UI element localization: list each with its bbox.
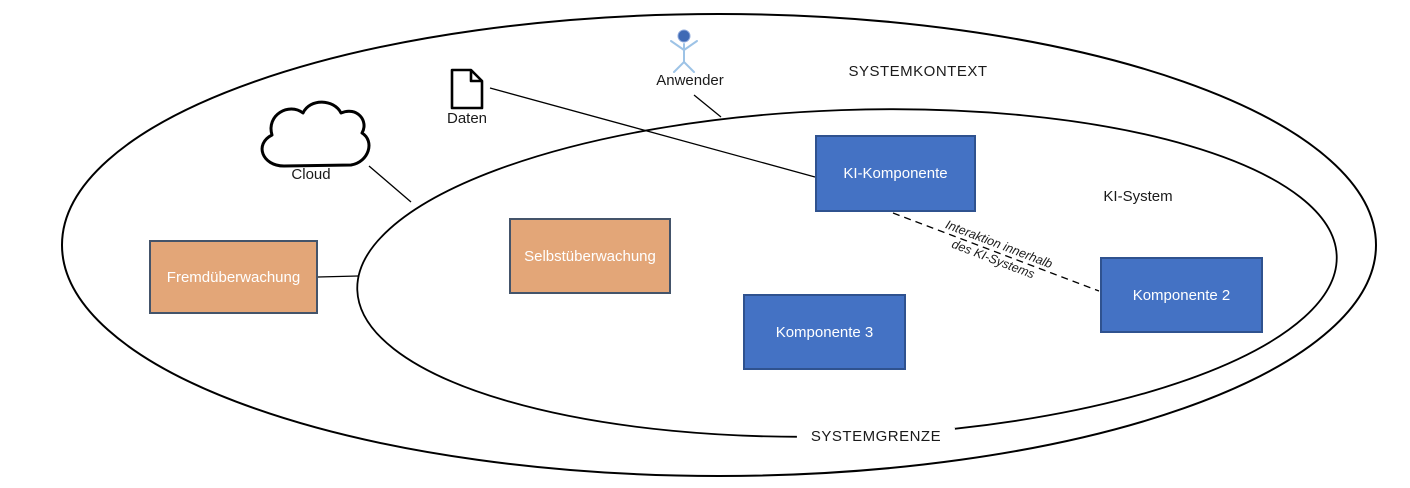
connector-daten-ki-komponente bbox=[489, 87, 816, 178]
anwender-label: Anwender bbox=[656, 72, 724, 89]
cloud-label: Cloud bbox=[291, 166, 331, 183]
person-icon bbox=[670, 29, 698, 73]
node-komponente-3: Komponente 3 bbox=[743, 294, 906, 370]
daten-label: Daten bbox=[446, 110, 488, 127]
node-fremdueberwachung-label: Fremdüberwachung bbox=[166, 268, 301, 286]
node-ki-komponente: KI-Komponente bbox=[815, 135, 976, 212]
node-fremdueberwachung: Fremdüberwachung bbox=[149, 240, 318, 314]
connector-fremdueberwachung-system bbox=[317, 275, 359, 278]
document-icon bbox=[450, 68, 484, 110]
ki-system-label: KI-System bbox=[1103, 188, 1173, 205]
cloud-icon bbox=[260, 100, 371, 168]
connector-cloud-system bbox=[368, 165, 412, 203]
node-komponente-2: Komponente 2 bbox=[1100, 257, 1263, 333]
connector-anwender-system bbox=[693, 94, 722, 118]
node-selbstueberwachung: Selbstüberwachung bbox=[509, 218, 671, 294]
node-selbstueberwachung-label: Selbstüberwachung bbox=[524, 247, 656, 265]
systemkontext-label: SYSTEMKONTEXT bbox=[848, 63, 988, 80]
node-komponente-2-label: Komponente 2 bbox=[1132, 286, 1231, 304]
node-komponente-3-label: Komponente 3 bbox=[775, 323, 874, 341]
node-ki-komponente-label: KI-Komponente bbox=[843, 165, 948, 182]
systemgrenze-label: SYSTEMGRENZE bbox=[796, 428, 956, 445]
connector-ki-komponente2-dashed bbox=[892, 212, 1100, 292]
outer-systemkontext-ellipse bbox=[61, 13, 1377, 477]
